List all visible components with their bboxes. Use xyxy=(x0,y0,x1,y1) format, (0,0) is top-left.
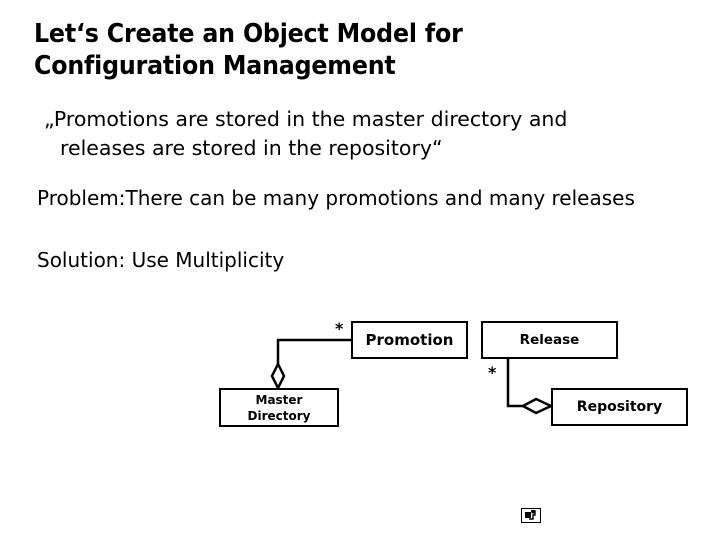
uml-class-master-directory[interactable]: Master Directory xyxy=(219,388,339,427)
association-promotion-masterdirectory xyxy=(270,338,351,391)
multiplicity-release: * xyxy=(488,363,497,382)
broken-image-icon xyxy=(521,508,541,523)
aggregation-diamond-icon xyxy=(520,397,554,415)
multiplicity-promotion: * xyxy=(335,319,344,338)
quote-line-2: releases are stored in the repository“ xyxy=(60,136,443,160)
broken-image-glyph xyxy=(525,510,536,520)
association-line xyxy=(276,338,351,364)
quote-block: „Promotions are stored in the master dir… xyxy=(44,105,700,163)
uml-class-label: Repository xyxy=(576,399,663,415)
association-release-repository xyxy=(506,359,554,415)
uml-class-release[interactable]: Release xyxy=(481,321,618,359)
aggregation-diamond-icon xyxy=(270,361,286,391)
uml-class-repository[interactable]: Repository xyxy=(551,388,688,426)
uml-class-label: Release xyxy=(519,332,580,348)
solution-statement: Solution: Use Multiplicity xyxy=(37,248,285,272)
quote-line-1: „Promotions are stored in the master dir… xyxy=(44,107,568,131)
uml-class-promotion[interactable]: Promotion xyxy=(351,321,468,359)
page-title: Let‘s Create an Object Model for Configu… xyxy=(34,19,463,81)
uml-class-label: Master Directory xyxy=(247,392,311,423)
uml-class-label: Promotion xyxy=(365,331,454,349)
association-line xyxy=(506,359,523,408)
problem-statement: Problem:There can be many promotions and… xyxy=(37,186,635,210)
